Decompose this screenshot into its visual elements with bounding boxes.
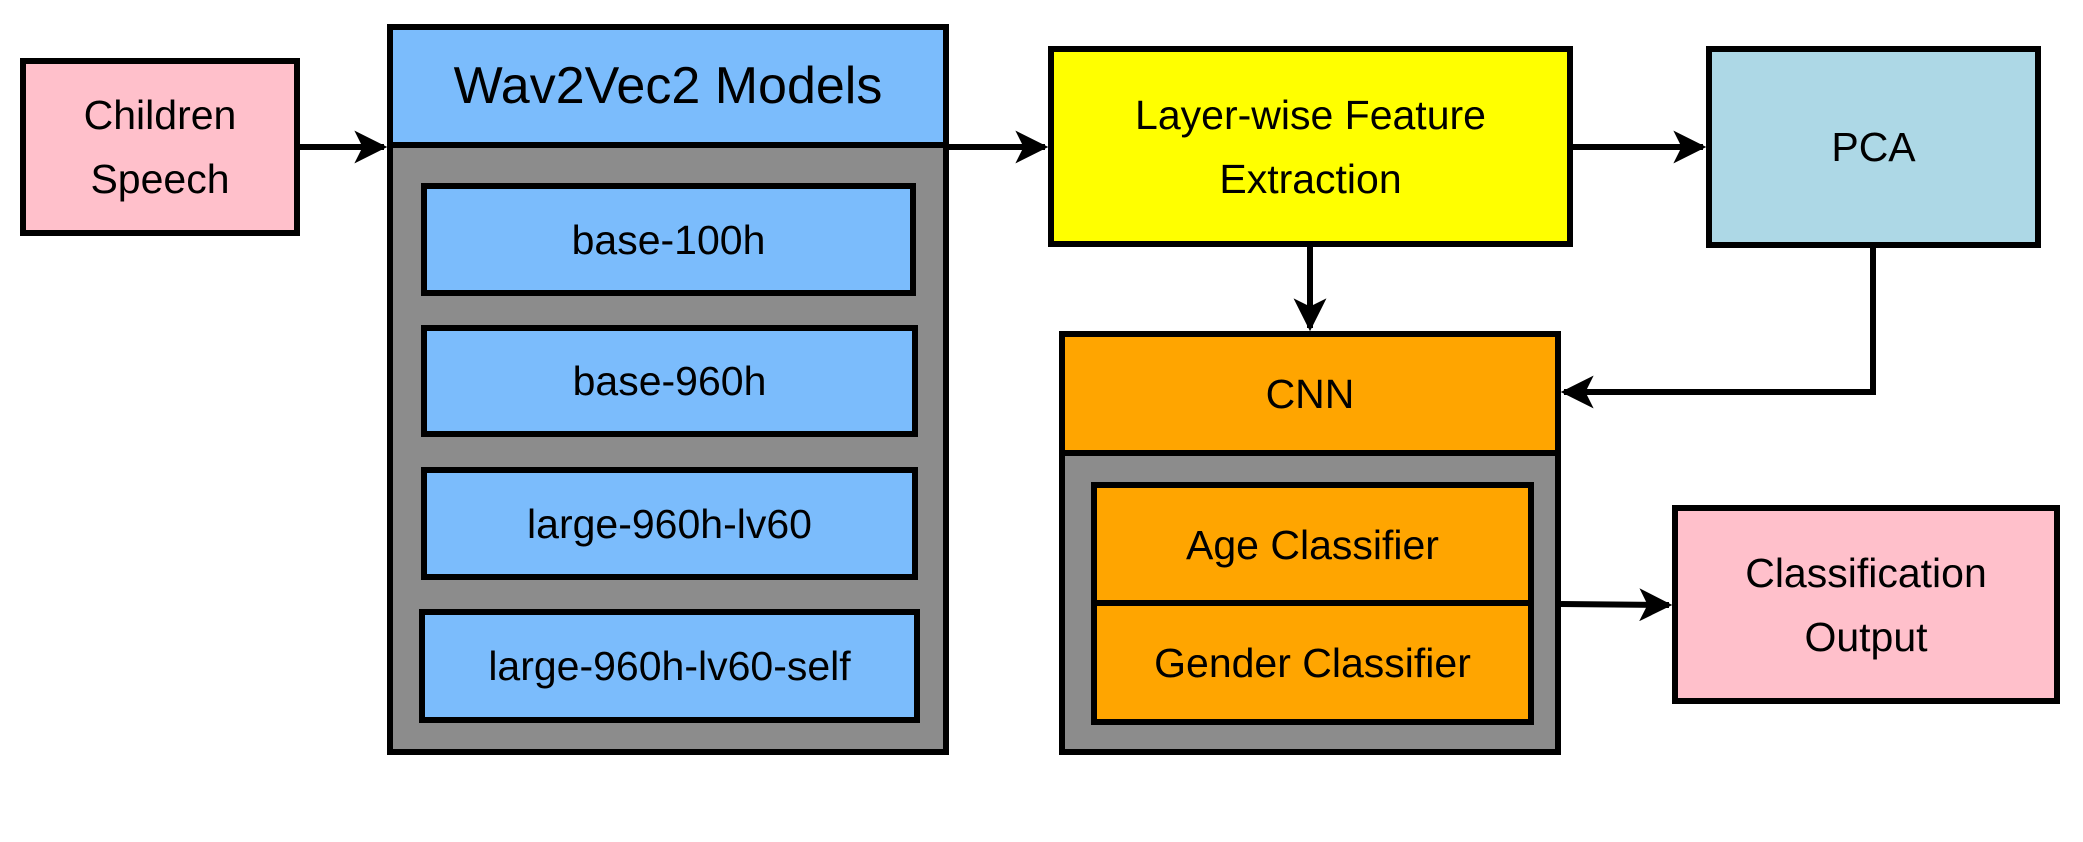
model-label: large-960h-lv60 bbox=[527, 500, 812, 547]
cnn-header: CNN bbox=[1059, 331, 1561, 456]
wav2vec2-models-title: Wav2Vec2 Models bbox=[453, 57, 883, 115]
feature-extraction-node: Layer-wise Feature Extraction bbox=[1048, 46, 1573, 247]
arrow-cnn-to-output bbox=[1560, 588, 1673, 622]
pca-label: PCA bbox=[1831, 124, 1916, 170]
model-large-960h-lv60: large-960h-lv60 bbox=[421, 467, 918, 580]
model-base-100h: base-100h bbox=[421, 183, 916, 296]
wav2vec2-models-header: Wav2Vec2 Models bbox=[387, 24, 949, 148]
pca-node: PCA bbox=[1706, 46, 2041, 248]
children-speech-node: Children Speech bbox=[20, 58, 300, 236]
feature-extraction-label: Layer-wise Feature Extraction bbox=[1135, 91, 1486, 202]
age-classifier-label: Age Classifier bbox=[1186, 521, 1439, 568]
model-label: base-100h bbox=[571, 216, 766, 263]
model-large-960h-lv60-self: large-960h-lv60-self bbox=[419, 609, 920, 723]
children-speech-label: Children Speech bbox=[83, 92, 237, 202]
arrow-pca-to-cnn bbox=[1560, 248, 1876, 409]
classification-output-label: Classification Output bbox=[1745, 549, 1987, 660]
model-label: base-960h bbox=[572, 358, 767, 404]
gender-classifier-node: Gender Classifier bbox=[1091, 600, 1534, 725]
cnn-label: CNN bbox=[1265, 370, 1355, 417]
classification-output-node: Classification Output bbox=[1672, 505, 2060, 704]
model-label: large-960h-lv60-self bbox=[488, 643, 851, 689]
gender-classifier-label: Gender Classifier bbox=[1154, 639, 1471, 686]
model-base-960h: base-960h bbox=[421, 325, 918, 437]
